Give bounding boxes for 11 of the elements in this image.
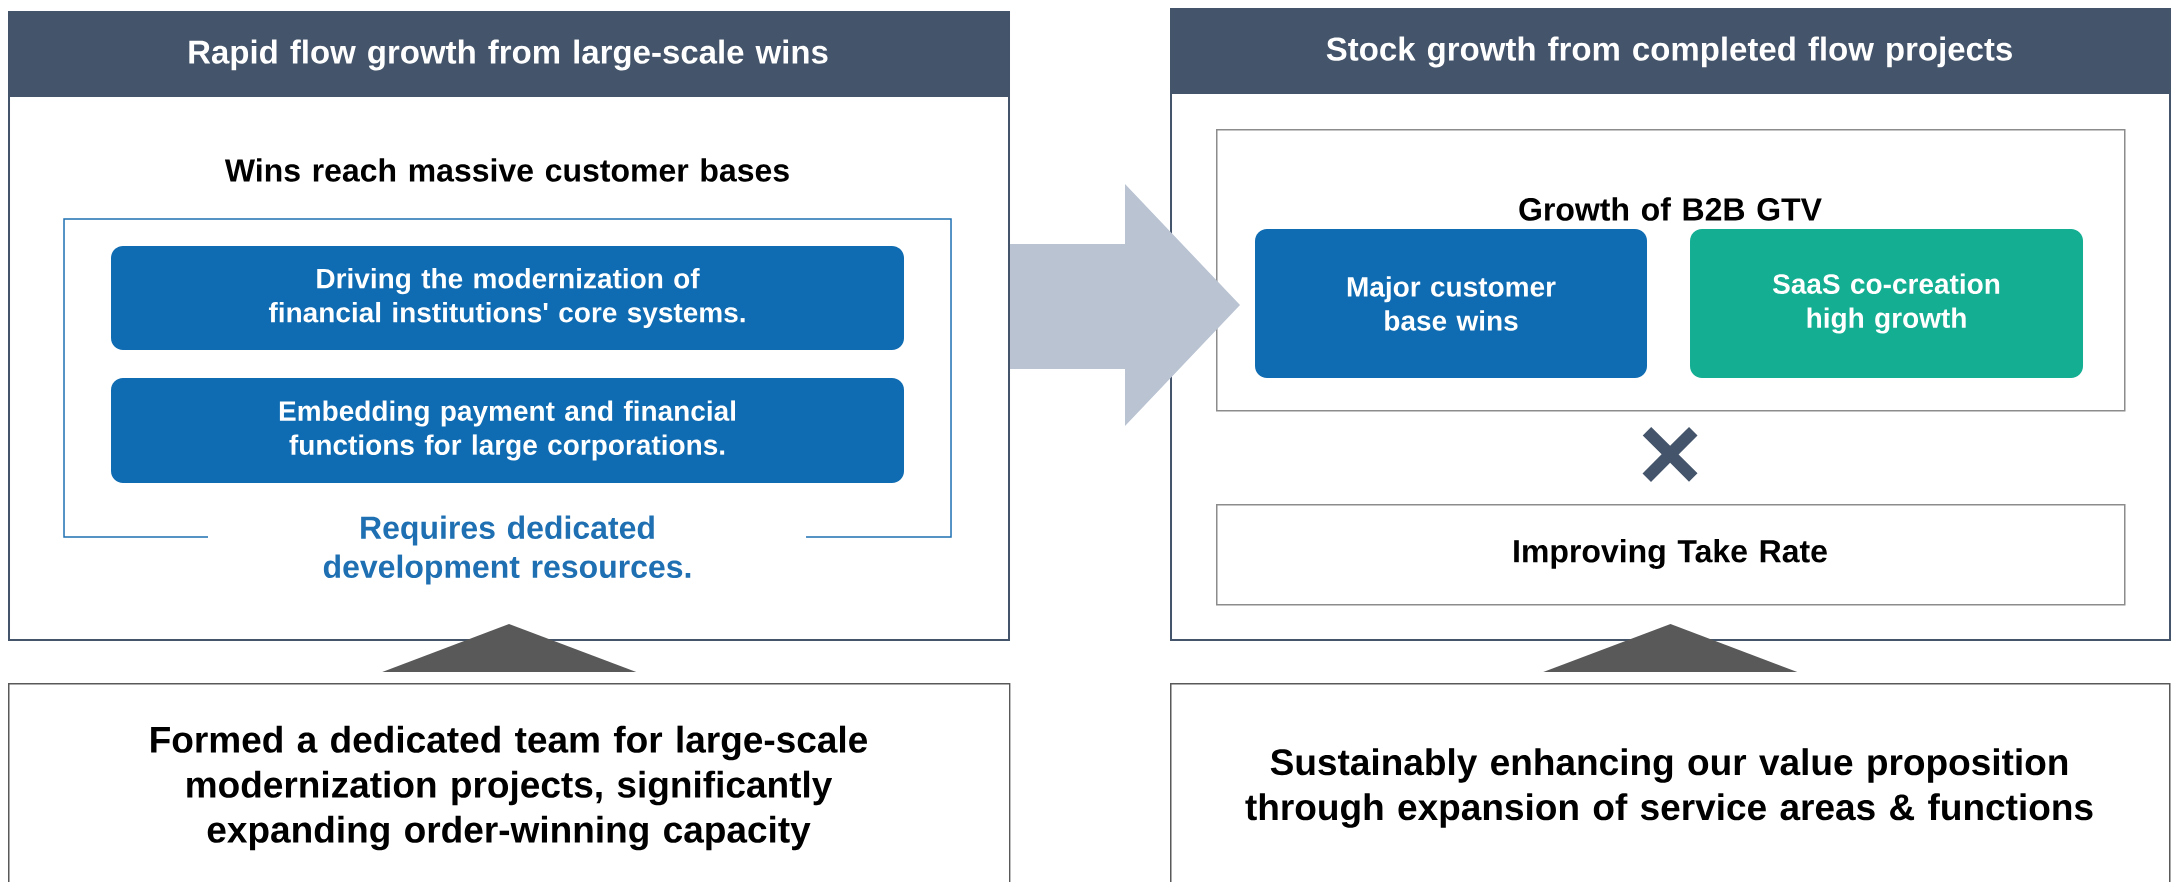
frame-box: Improving Take Rate xyxy=(1216,504,2126,606)
rounded-box: Embedding payment and financial functions for large corporations. xyxy=(111,378,904,483)
rounded-box: SaaS co-creation high growth xyxy=(1690,229,2083,378)
triangle-arrow xyxy=(1543,624,1798,672)
rounded-box: Major customer base wins xyxy=(1255,229,1647,378)
text-box: Formed a dedicated team for large-scale modernization projects, significantly expanding order-winning capacity xyxy=(8,683,1011,882)
block-arrow xyxy=(1010,184,1240,426)
triangle-arrow xyxy=(382,624,637,672)
rounded-box: Driving the modernization of financial institutions' core systems. xyxy=(111,246,904,350)
text-box: Sustainably enhancing our value proposition through expansion of service areas & functions xyxy=(1170,683,2171,882)
multiply-sign: × xyxy=(1642,426,1698,483)
